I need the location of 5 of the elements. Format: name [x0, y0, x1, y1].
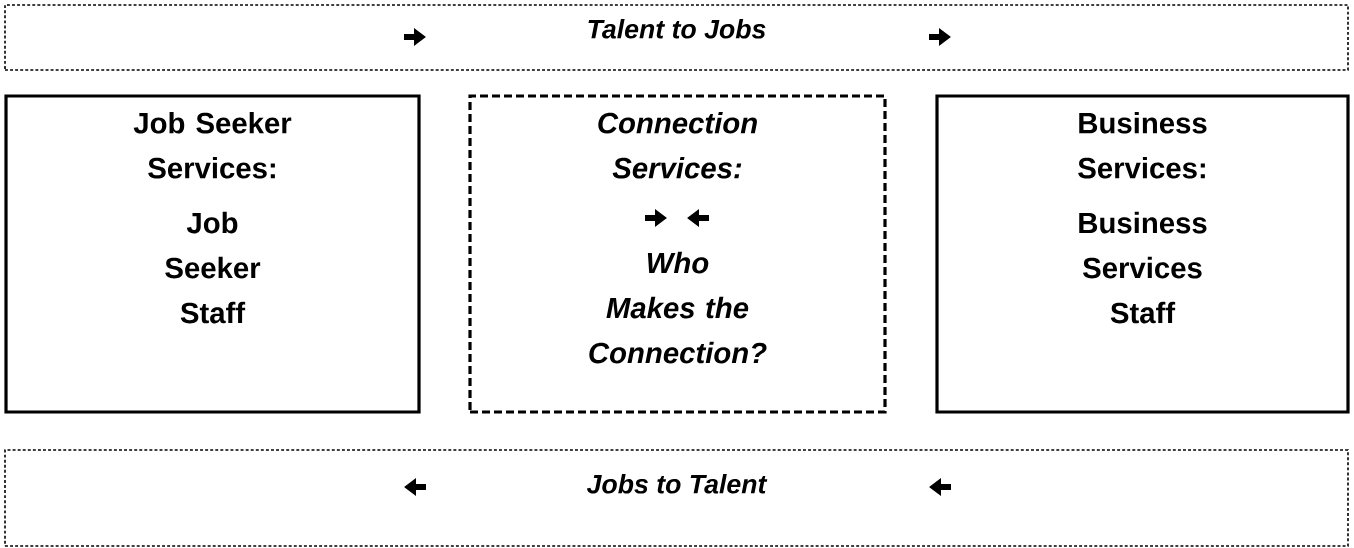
- service-box: Job Seeker Services: Job Seeker Staff: [4, 94, 421, 414]
- service-box: Business Services: Business Services Staff: [935, 94, 1350, 414]
- banner-box: Jobs to Talent: [4, 449, 1349, 547]
- banner-box: Talent to Jobs: [4, 4, 1349, 71]
- service-box: Connection Services: Who Makes the Connection?: [468, 94, 887, 414]
